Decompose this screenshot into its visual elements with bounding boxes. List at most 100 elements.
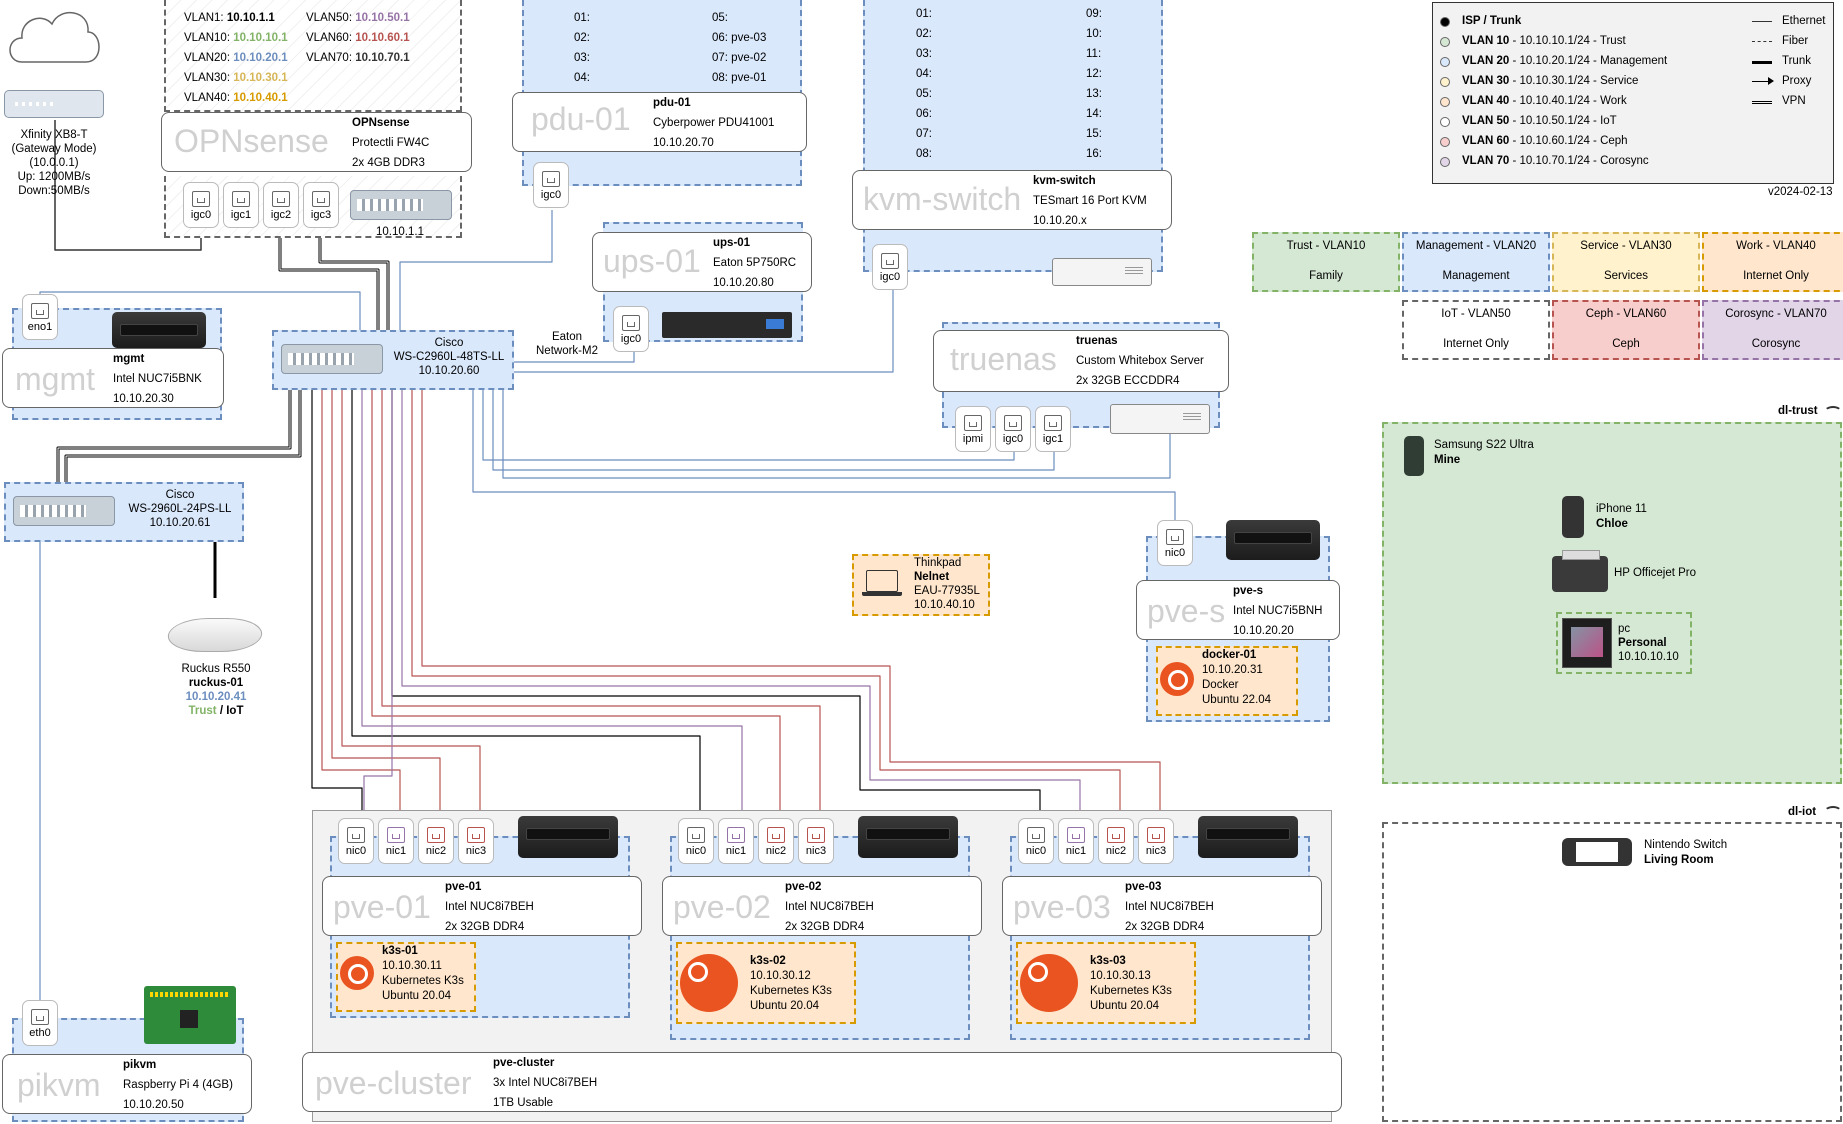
vlan-box-sub: Management: [1442, 270, 1510, 282]
legend-item: VLAN 10 - 10.10.10.1/24 - Trust: [1462, 33, 1626, 50]
thinkpad-box[interactable]: [852, 554, 990, 616]
pve-node-name: pve-03: [1125, 881, 1162, 893]
pve-node-big-label: pve-02: [673, 889, 771, 925]
ups-port-igc0[interactable]: igc0: [613, 306, 649, 352]
mgmt-port-eno1[interactable]: eno1: [22, 294, 58, 340]
pdu-port-igc0[interactable]: igc0: [533, 162, 569, 208]
ubuntu-icon: [680, 954, 738, 1012]
kvm-card[interactable]: kvm-switch kvm-switch TESmart 16 Port KV…: [852, 170, 1172, 230]
pve-node-port-nic0[interactable]: nic0: [678, 818, 714, 864]
pves-port-nic0[interactable]: nic0: [1157, 520, 1193, 566]
k3s-vm-name: k3s-02: [750, 955, 786, 967]
pdu-outlet-left: 02:: [574, 32, 590, 44]
pve-node-port-nic2[interactable]: nic2: [1098, 818, 1134, 864]
pves-ip: 10.10.20.20: [1233, 625, 1294, 637]
samsung-phone-icon: [1404, 436, 1424, 476]
truenas-card[interactable]: truenas truenas Custom Whitebox Server 2…: [933, 330, 1229, 392]
pve-node-big-label: pve-01: [333, 889, 431, 925]
arrow-icon: [1768, 77, 1774, 85]
pve-node-port-nic2[interactable]: nic2: [418, 818, 454, 864]
kvm-port-left: 08:: [916, 148, 932, 160]
k3s-vm-os: Ubuntu 20.04: [1090, 1000, 1160, 1012]
ethernet-port-icon: [272, 191, 290, 207]
kvm-port-right: 16:: [1086, 148, 1102, 160]
pve-node-port-nic3[interactable]: nic3: [1138, 818, 1174, 864]
pve-node-name-wrap: pve-02: [785, 877, 821, 897]
pc-tower-icon: [1562, 618, 1612, 668]
pdu-card[interactable]: pdu-01 pdu-01 Cyberpower PDU41001 10.10.…: [512, 92, 807, 152]
opnsense-model: Protectli FW4C: [352, 137, 430, 149]
pve-node-port-nic3[interactable]: nic3: [798, 818, 834, 864]
opnsense-port-igc2[interactable]: igc2: [263, 182, 299, 228]
opnsense-vlan-panel: [164, 0, 462, 112]
opnsense-card[interactable]: OPNsense OPNsense Protectli FW4C 2x 4GB …: [161, 112, 472, 172]
vlan-box-sub: Family: [1309, 270, 1343, 282]
ethernet-port-icon: [542, 171, 560, 187]
pve-node-port-nic2[interactable]: nic2: [758, 818, 794, 864]
ethernet-port-icon: [31, 303, 49, 319]
opnsense-port-igc1[interactable]: igc1: [223, 182, 259, 228]
pve-cluster-card[interactable]: pve-cluster pve-cluster 3x Intel NUC8i7B…: [302, 1052, 1342, 1112]
ethernet-port-icon: [1044, 415, 1062, 431]
truenas-port-ipmi[interactable]: ipmi: [955, 406, 991, 452]
ethernet-port-icon: [467, 827, 485, 843]
nintendo-switch-icon: [1562, 838, 1632, 866]
k3s-vm-box[interactable]: [336, 942, 476, 1012]
legend-detail: - 10.10.70.1/24 - Corosync: [1509, 155, 1649, 167]
legend-line-type: Fiber: [1782, 35, 1809, 47]
pve-node-port-nic3[interactable]: nic3: [458, 818, 494, 864]
pve-node-port-nic1[interactable]: nic1: [378, 818, 414, 864]
opnsense-vlan-entry: VLAN30: 10.10.30.1: [184, 68, 288, 88]
pves-card[interactable]: pve-s pve-s Intel NUC7i5BNH 10.10.20.20: [1136, 580, 1340, 640]
gateway-modem-icon: [4, 90, 104, 118]
vlan-key: VLAN20:: [184, 52, 231, 64]
ubuntu-icon: [340, 956, 374, 990]
pve-node-name: pve-02: [785, 881, 822, 893]
kvm-port-igc0[interactable]: igc0: [872, 244, 908, 290]
pikvm-card[interactable]: pikvm pikvm Raspberry Pi 4 (4GB) 10.10.2…: [2, 1054, 252, 1114]
printer-icon: [1552, 550, 1608, 592]
mgmt-model: Intel NUC7i5BNK: [113, 373, 202, 385]
port-label: nic3: [465, 845, 487, 857]
pdu-ip: 10.10.20.70: [653, 137, 714, 149]
opnsense-vlan-entry: VLAN20: 10.10.20.1: [184, 48, 288, 68]
ups-ip: 10.10.20.80: [713, 277, 774, 289]
opnsense-vlan-entry: VLAN50: 10.10.50.1: [306, 8, 410, 28]
truenas-port-igc0[interactable]: igc0: [995, 406, 1031, 452]
legend-color-dot: [1440, 17, 1450, 27]
opnsense-port-igc3[interactable]: igc3: [303, 182, 339, 228]
legend-color-dot: [1440, 37, 1450, 47]
pve-node-port-nic1[interactable]: nic1: [718, 818, 754, 864]
truenas-port-igc1[interactable]: igc1: [1035, 406, 1071, 452]
opnsense-switch-icon: [350, 190, 452, 220]
pve-node-port-nic0[interactable]: nic0: [1018, 818, 1054, 864]
pikvm-port-eth0[interactable]: eth0: [22, 1000, 58, 1046]
pdu-name: pdu-01: [653, 97, 691, 109]
pdu-big-label: pdu-01: [531, 101, 631, 137]
legend-color-dot: [1440, 137, 1450, 147]
pve-node-port-nic0[interactable]: nic0: [338, 818, 374, 864]
pve-node-ram: 2x 32GB DDR4: [445, 921, 525, 933]
ups-device-icon: [662, 312, 792, 338]
access-point-label: Ruckus R550 ruckus-01 10.10.20.41 Trust …: [181, 663, 251, 717]
trust-device-printer[interactable]: HP Officejet Pro: [1614, 567, 1697, 579]
dl-trust-label: dl-trust: [1778, 405, 1818, 417]
legend-line-type: Trunk: [1782, 55, 1811, 67]
ups-card[interactable]: ups-01 ups-01 Eaton 5P750RC 10.10.20.80: [592, 232, 812, 292]
kvm-port-right: 11:: [1086, 48, 1102, 60]
pve-node-port-nic1[interactable]: nic1: [1058, 818, 1094, 864]
mgmt-card[interactable]: mgmt mgmt Intel NUC7i5BNK 10.10.20.30: [2, 348, 224, 408]
opnsense-port-igc0[interactable]: igc0: [183, 182, 219, 228]
legend-detail: - 10.10.30.1/24 - Service: [1509, 75, 1639, 87]
vlan-key: VLAN40:: [184, 92, 231, 104]
pve-node-nuc-icon: [858, 816, 958, 858]
vlan-ip: 10.10.30.1: [233, 72, 288, 84]
opnsense-name: OPNsense: [352, 117, 410, 129]
